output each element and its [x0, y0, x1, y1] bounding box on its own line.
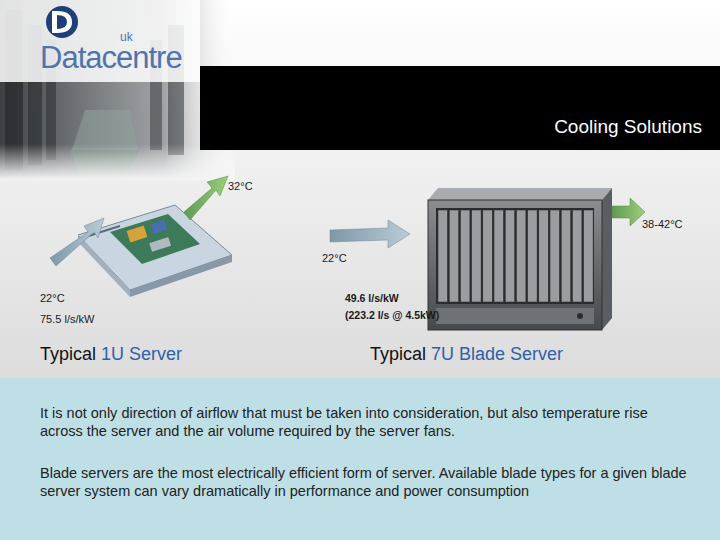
temperature-label: 22°C: [40, 292, 65, 304]
caption-model: 7U Blade Server: [431, 344, 563, 364]
body-paragraph: Blade servers are the most electrically …: [40, 464, 690, 500]
body-paragraph: It is not only direction of airflow that…: [40, 404, 690, 440]
text-band: It is not only direction of airflow that…: [0, 378, 720, 540]
server-caption: Typical1U Server: [40, 344, 182, 365]
airflow-label: 75.5 l/s/kW: [40, 313, 94, 325]
temperature-label: 22°C: [322, 252, 347, 264]
caption-prefix: Typical: [40, 344, 96, 364]
server-caption: Typical7U Blade Server: [370, 344, 563, 365]
airflow-label: (223.2 l/s @ 4.5kW): [345, 309, 439, 321]
logo-suffix: uk: [120, 30, 133, 44]
caption-prefix: Typical: [370, 344, 426, 364]
airflow-label: 49.6 l/s/kW: [345, 292, 399, 304]
logo-wordmark: Datacentre: [40, 40, 182, 76]
caption-model: 1U Server: [101, 344, 182, 364]
slide-title: Cooling Solutions: [554, 116, 702, 138]
temperature-label: 38-42°C: [642, 218, 682, 230]
temperature-label: 32°C: [228, 180, 253, 192]
